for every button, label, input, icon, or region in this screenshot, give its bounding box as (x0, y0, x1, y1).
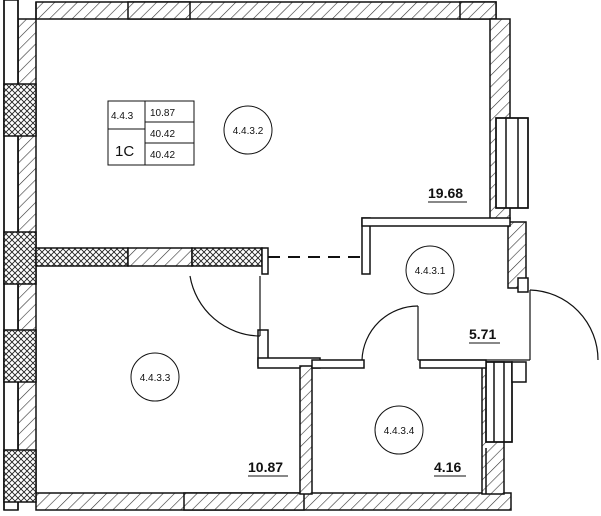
doors (189, 275, 599, 361)
apartment-type: 1С (115, 143, 134, 160)
room-area-hall: 5.71 (469, 326, 496, 342)
interior-walls (35, 217, 511, 495)
apartment-total-area: 40.42 (150, 129, 175, 140)
room-id-living: 4.4.3.2 (233, 126, 264, 137)
room-id-bathroom: 4.4.3.4 (384, 426, 415, 437)
room-markers (130, 105, 455, 455)
apartment-code: 4.4.3 (111, 111, 134, 122)
apartment-living-area: 10.87 (150, 108, 175, 119)
exterior-walls (3, 0, 529, 511)
apartment-total-area-2: 40.42 (150, 150, 175, 161)
apartment-info-table (107, 100, 195, 166)
room-area-bathroom: 4.16 (434, 459, 461, 475)
room-id-hall: 4.4.3.1 (415, 266, 446, 277)
room-area-living: 19.68 (428, 185, 463, 201)
room-id-bedroom: 4.4.3.3 (140, 373, 171, 384)
room-area-bedroom: 10.87 (248, 459, 283, 475)
